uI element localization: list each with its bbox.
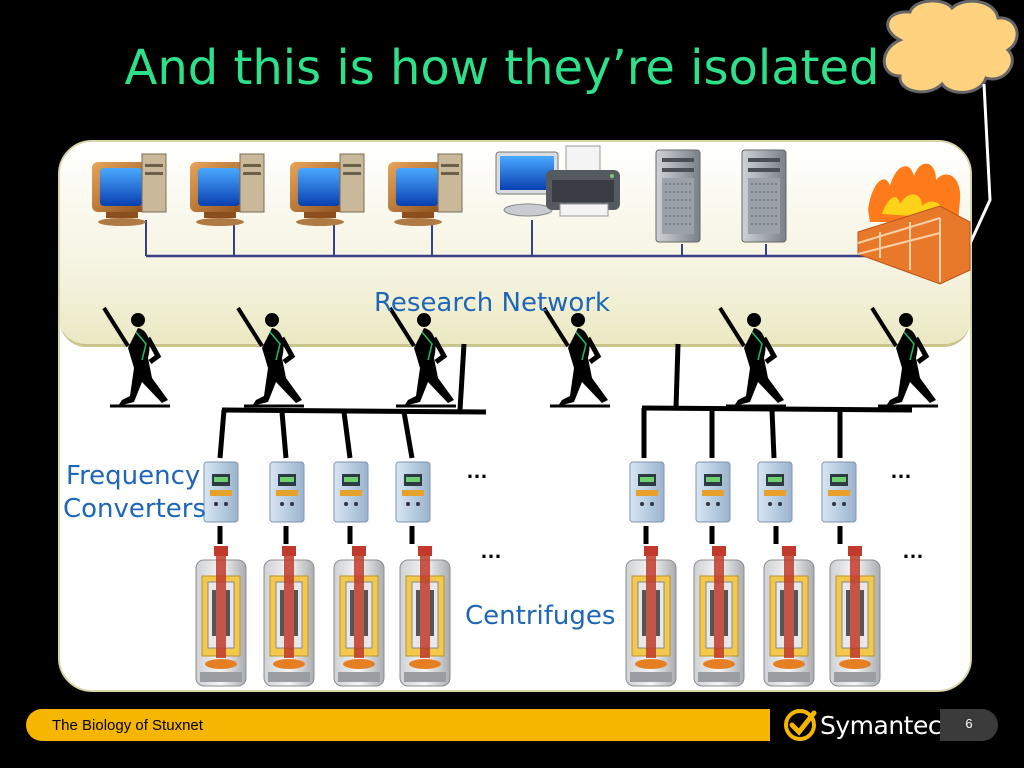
cloud-icon (882, 0, 1019, 94)
frequency-converter-icon (629, 461, 665, 523)
frequency-converter-icon (333, 461, 369, 523)
page-number-box (940, 709, 998, 741)
computer-icon (189, 153, 265, 227)
centrifuge-icon (263, 545, 315, 687)
brand-name: Symantec (820, 711, 942, 740)
page-number: 6 (965, 716, 973, 731)
centrifuge-icon (399, 545, 451, 687)
control-network-left (217, 343, 487, 544)
frequency-converters-label-line1: Frequency (66, 461, 201, 491)
internet-link (966, 83, 992, 249)
frequency-converter-icon (821, 461, 857, 523)
computer-icon (91, 153, 167, 227)
frequency-converters-label-line2: Converters (63, 494, 207, 524)
frequency-converter-icon (269, 461, 305, 523)
centrifuge-icon (333, 545, 385, 687)
slide-title: And this is how they’re isolated (124, 40, 880, 96)
centrifuges-label: Centrifuges (465, 601, 616, 631)
centrifuge-icon (829, 545, 881, 687)
footer-bar (26, 709, 770, 741)
server-icon (655, 149, 701, 243)
checkmark-icon (784, 709, 816, 741)
centrifuge-icon (195, 545, 247, 687)
soldier-icon (238, 308, 304, 406)
frequency-converter-icon (203, 461, 239, 523)
computer-icon (289, 153, 365, 227)
server-icon (741, 149, 787, 243)
soldier-icon (544, 308, 610, 406)
soldier-icon (720, 308, 786, 406)
printer-icon (546, 145, 620, 217)
soldier-icon (390, 308, 456, 406)
frequency-converter-icon (757, 461, 793, 523)
soldier-icon (872, 308, 938, 406)
centrifuge-icon (693, 545, 745, 687)
ellipsis-converters-left: … (466, 458, 490, 483)
centrifuge-icon (625, 545, 677, 687)
computer-icon (387, 153, 463, 227)
ellipsis-converters-right: … (890, 458, 914, 483)
ellipsis-centrifuges-right: … (902, 538, 926, 563)
soldier-icon (104, 308, 170, 406)
control-network-right (641, 343, 913, 544)
research-network-label: Research Network (374, 288, 611, 318)
symantec-logo (784, 709, 817, 741)
frequency-converter-icon (395, 461, 431, 523)
frequency-converter-icon (695, 461, 731, 523)
footer-presentation-title: The Biology of Stuxnet (52, 717, 203, 734)
centrifuge-icon (763, 545, 815, 687)
ellipsis-centrifuges-left: … (480, 538, 504, 563)
laptop-icon (495, 151, 559, 217)
firewall-icon (857, 163, 971, 285)
